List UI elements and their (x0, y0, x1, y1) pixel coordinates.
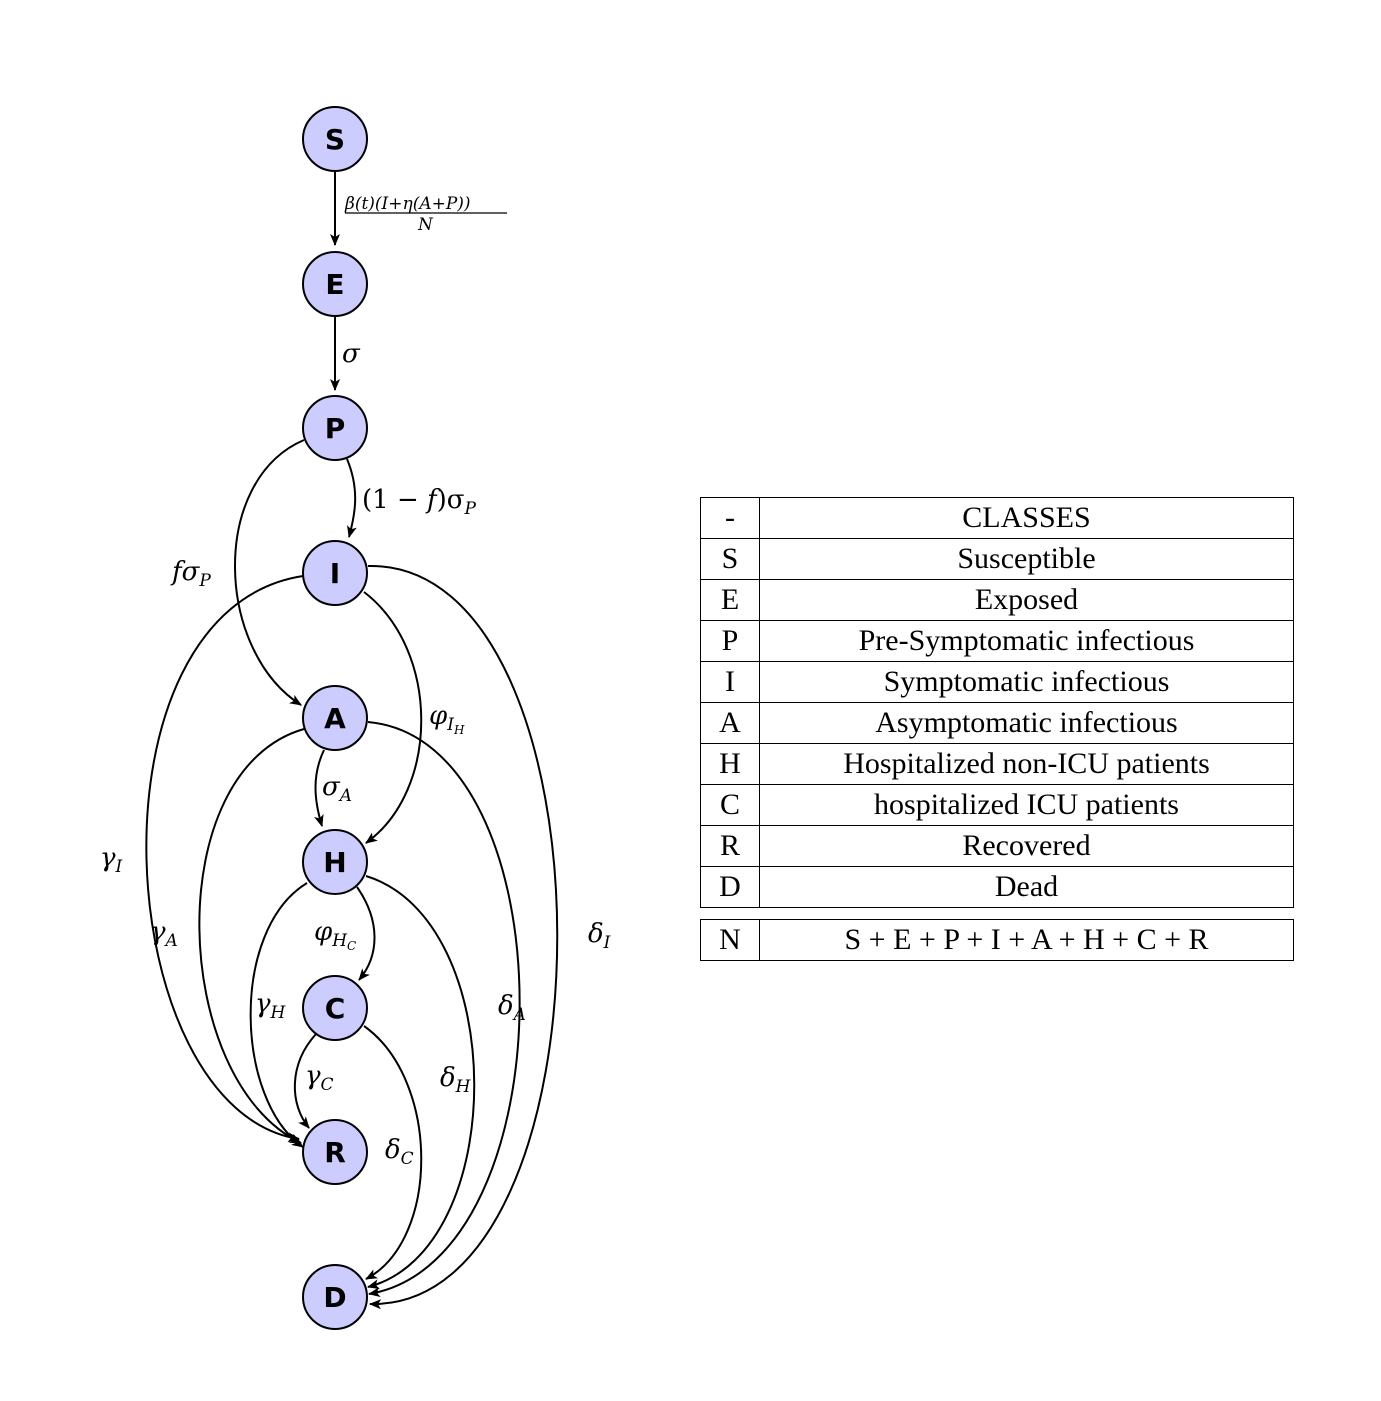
classes-table: - CLASSES S Susceptible E Exposed P Pre-… (700, 497, 1294, 908)
class-name: Asymptomatic infectious (759, 702, 1294, 744)
rate-delta-a: δA (498, 991, 526, 1025)
edge-C-D (363, 1025, 423, 1280)
node-s: S (302, 106, 368, 172)
table-row: H Hospitalized non-ICU patients (700, 743, 1294, 785)
compartment-flow-diagram: β(t)(I+η(A+P)) N σ (1 − f)σP fσP σA φIH … (100, 106, 611, 1330)
classes-table-header: - CLASSES (700, 497, 1294, 539)
table-row: S Susceptible (700, 538, 1294, 580)
rate-gamma-i: γI (100, 843, 123, 877)
total-row: N S + E + P + I + A + H + C + R (700, 919, 1294, 961)
node-r: R (302, 1119, 368, 1185)
class-code: H (700, 743, 760, 785)
node-r-label: R (324, 1136, 346, 1169)
node-c: C (302, 975, 368, 1041)
rate-phi-i-h: φIH (429, 701, 465, 737)
class-code: S (700, 538, 760, 580)
rate-delta-i: δI (588, 919, 611, 953)
rate-f-sigma-p: fσP (170, 557, 211, 591)
node-i: I (302, 540, 368, 606)
class-code: E (700, 579, 760, 621)
class-name: hospitalized ICU patients (759, 784, 1294, 826)
table-row: A Asymptomatic infectious (700, 702, 1294, 744)
node-e-label: E (325, 268, 344, 301)
edge-P-A (234, 439, 305, 706)
class-code: R (700, 825, 760, 867)
edge-I-H (363, 591, 423, 844)
table-row: D Dead (700, 866, 1294, 908)
class-code: C (700, 784, 760, 826)
rate-sigma: σ (342, 339, 361, 369)
class-code: D (700, 866, 760, 908)
class-code: I (700, 661, 760, 703)
rate-phi-h-c: φHC (314, 917, 356, 953)
table-row: C hospitalized ICU patients (700, 784, 1294, 826)
node-p-label: P (325, 412, 346, 445)
rate-infection-denominator: N (417, 215, 434, 235)
class-name: Pre-Symptomatic infectious (759, 620, 1294, 662)
edge-P-I (346, 458, 357, 538)
node-a: A (302, 685, 368, 751)
rate-gamma-h: γH (255, 989, 287, 1023)
node-h-label: H (323, 846, 346, 879)
table-row: R Recovered (700, 825, 1294, 867)
rate-one-minus-f-sigma-p: (1 − f)σP (362, 485, 477, 519)
node-e: E (302, 251, 368, 317)
edge-A-D (367, 721, 521, 1298)
edge-A-H (313, 749, 325, 827)
edge-C-R (293, 1033, 317, 1129)
node-d: D (302, 1264, 368, 1330)
table-row: P Pre-Symptomatic infectious (700, 620, 1294, 662)
rate-delta-c: δC (385, 1135, 414, 1169)
header-code-cell: - (700, 497, 760, 539)
edge-H-D (365, 875, 476, 1290)
class-name: Hospitalized non-ICU patients (759, 743, 1294, 785)
node-p: P (302, 395, 368, 461)
table-row: I Symptomatic infectious (700, 661, 1294, 703)
rate-sigma-a: σA (322, 772, 352, 806)
edge-H-C (356, 886, 376, 981)
class-name: Symptomatic infectious (759, 661, 1294, 703)
node-s-label: S (325, 123, 345, 156)
rate-delta-h: δH (440, 1063, 472, 1097)
node-d-label: D (323, 1281, 346, 1314)
edge-A-R (198, 728, 305, 1144)
edge-H-R (249, 882, 308, 1148)
class-code: A (700, 702, 760, 744)
node-h: H (302, 829, 368, 895)
edge-I-D (367, 564, 559, 1310)
rate-infection-numerator: β(t)(I+η(A+P)) (344, 194, 471, 214)
class-code: P (700, 620, 760, 662)
total-population-table: N S + E + P + I + A + H + C + R (700, 919, 1294, 961)
rate-labels: β(t)(I+η(A+P)) N σ (1 − f)σP fσP σA φIH … (100, 194, 611, 1169)
node-c-label: C (325, 992, 346, 1025)
total-code: N (700, 919, 760, 961)
class-name: Susceptible (759, 538, 1294, 580)
class-name: Dead (759, 866, 1294, 908)
total-formula: S + E + P + I + A + H + C + R (759, 919, 1294, 961)
header-name-cell: CLASSES (759, 497, 1294, 539)
table-row: E Exposed (700, 579, 1294, 621)
node-a-label: A (324, 702, 346, 735)
rate-gamma-c: γC (305, 1061, 334, 1095)
edges (145, 171, 559, 1310)
node-i-label: I (330, 557, 340, 590)
edge-I-R (145, 575, 304, 1143)
class-name: Exposed (759, 579, 1294, 621)
class-name: Recovered (759, 825, 1294, 867)
rate-gamma-a: γA (150, 917, 178, 951)
nodes: S E P I A H C R (302, 106, 368, 1330)
